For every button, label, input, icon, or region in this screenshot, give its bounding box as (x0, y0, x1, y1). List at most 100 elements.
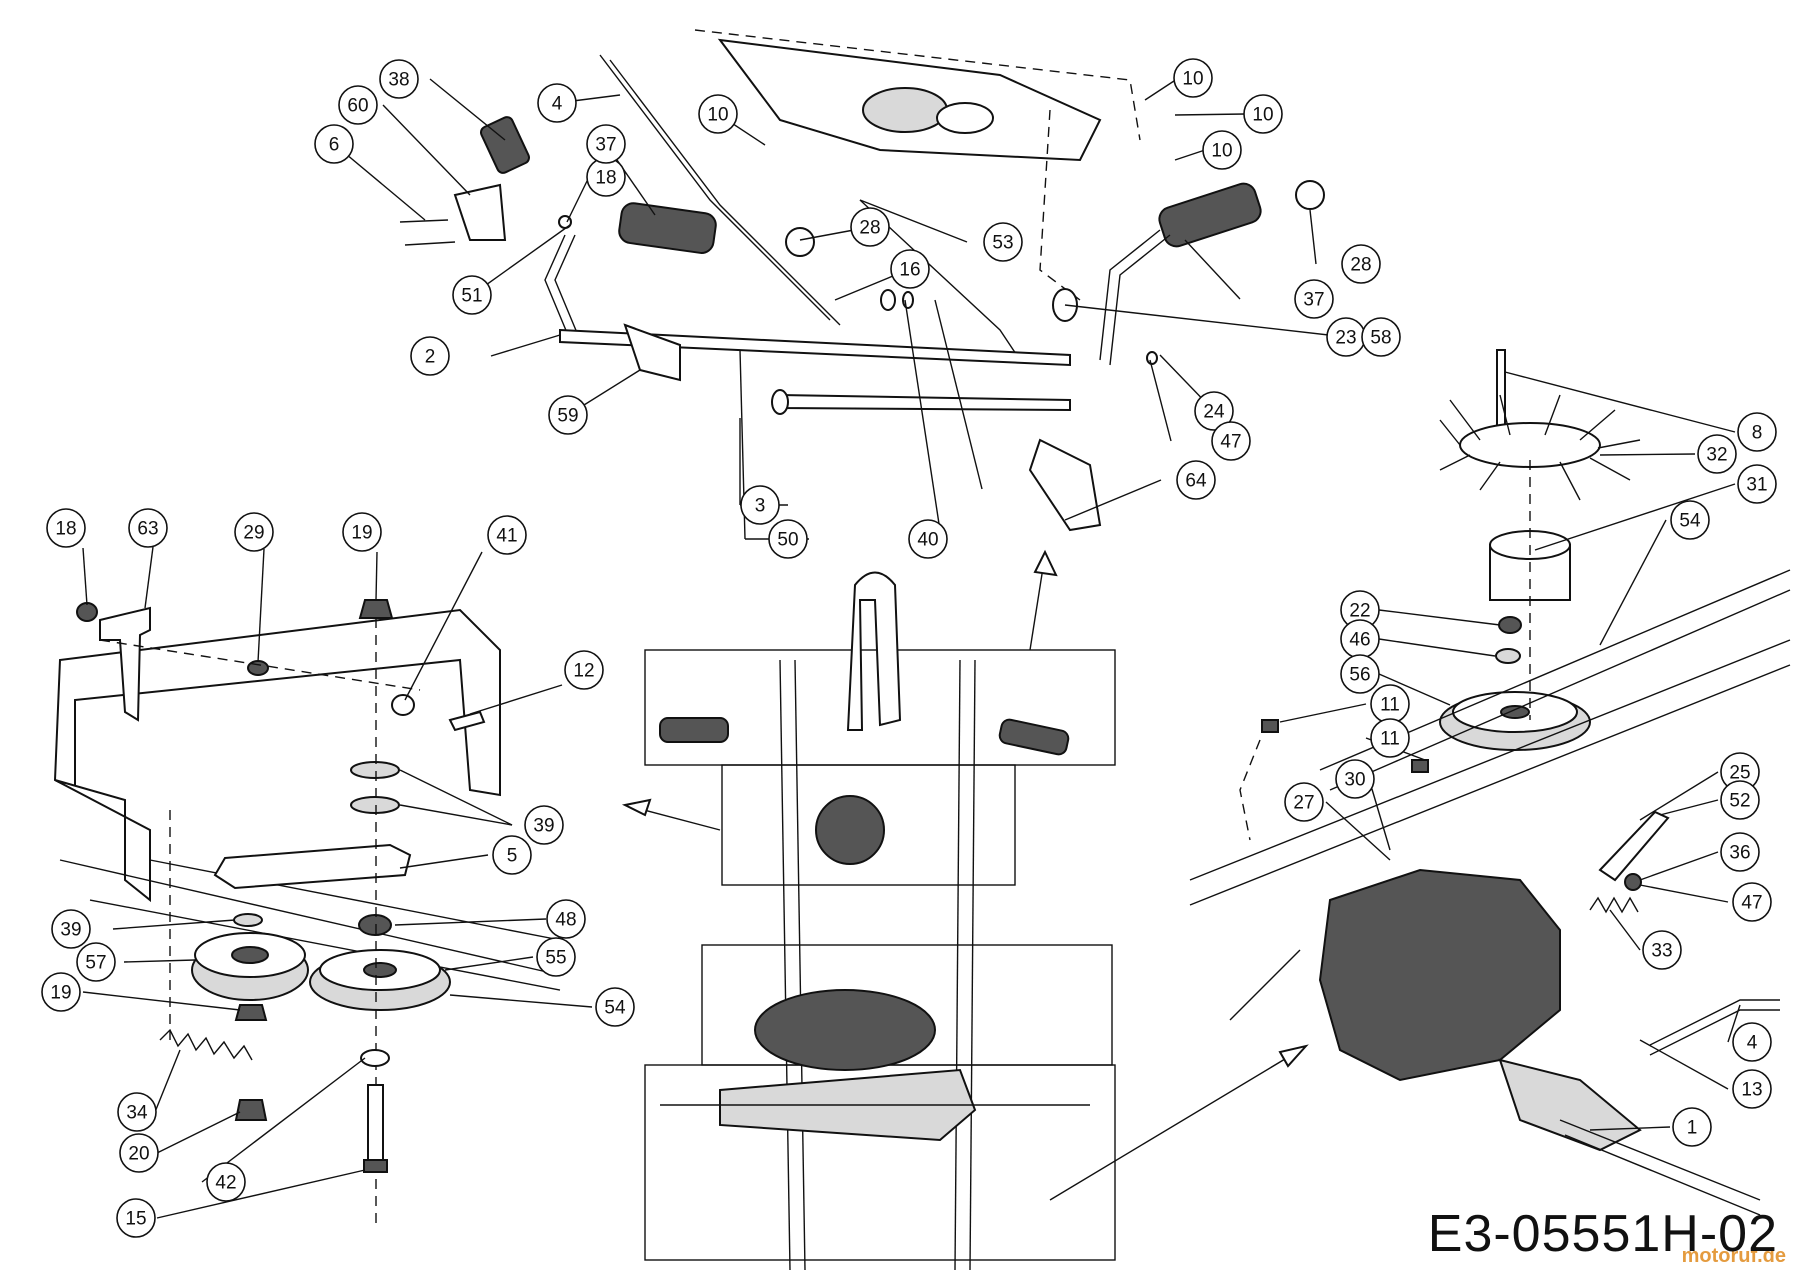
callout-56: 56 (1340, 654, 1380, 694)
callout-4: 4 (537, 83, 577, 123)
callout-16: 16 (890, 249, 930, 289)
callout-number: 1 (1687, 1118, 1698, 1139)
callout-number: 2 (425, 347, 436, 368)
callout-circle (1173, 58, 1213, 98)
callout-number: 12 (573, 661, 594, 682)
callout-number: 54 (604, 998, 626, 1019)
callout-number: 22 (1349, 601, 1370, 622)
callout-number: 19 (50, 983, 71, 1004)
callout-46: 46 (1340, 619, 1380, 659)
callout-number: 18 (595, 168, 616, 189)
callout-circle (536, 937, 576, 977)
callout-number: 48 (555, 910, 576, 931)
callout-circle (1732, 1022, 1772, 1062)
callout-number: 10 (1252, 105, 1273, 126)
callout-circle (1737, 412, 1777, 452)
callout-4: 4 (1732, 1022, 1772, 1062)
callout-number: 11 (1380, 729, 1400, 750)
callout-number: 5 (507, 846, 518, 867)
callout-number: 37 (595, 135, 616, 156)
callout-circle (586, 124, 626, 164)
callout-20: 20 (119, 1133, 159, 1173)
callout-circle (492, 835, 532, 875)
callout-circle (1243, 94, 1283, 134)
callout-27: 27 (1284, 782, 1324, 822)
callout-circle (119, 1133, 159, 1173)
callout-circle (1370, 718, 1410, 758)
callout-circle (314, 124, 354, 164)
callout-number: 31 (1746, 475, 1767, 496)
callout-circle (1341, 244, 1381, 284)
callout-number: 3 (755, 496, 766, 517)
callout-circle (564, 650, 604, 690)
callout-number: 36 (1729, 843, 1750, 864)
callout-10: 10 (1243, 94, 1283, 134)
callout-number: 50 (777, 530, 798, 551)
callout-number: 53 (992, 233, 1013, 254)
callout-number: 18 (55, 519, 76, 540)
callout-number: 24 (1203, 402, 1225, 423)
callout-48: 48 (546, 899, 586, 939)
callout-circle (524, 805, 564, 845)
callout-circle (1672, 1107, 1712, 1147)
callout-12: 12 (564, 650, 604, 690)
callout-circle (51, 909, 91, 949)
callout-circle (379, 59, 419, 99)
callout-number: 33 (1651, 941, 1672, 962)
callout-number: 20 (128, 1144, 149, 1165)
callout-circle (1670, 500, 1710, 540)
callout-1: 1 (1672, 1107, 1712, 1147)
callout-52: 52 (1720, 780, 1760, 820)
callout-54: 54 (1670, 500, 1710, 540)
callout-circle (46, 508, 86, 548)
callout-circle (537, 83, 577, 123)
callout-circle (983, 222, 1023, 262)
callout-number: 30 (1344, 770, 1365, 791)
callout-circle (1335, 759, 1375, 799)
callout-circle (890, 249, 930, 289)
callout-number: 51 (461, 286, 482, 307)
callout-circle (1340, 654, 1380, 694)
callout-number: 42 (215, 1173, 236, 1194)
callout-39: 39 (51, 909, 91, 949)
callout-circle (342, 512, 382, 552)
callout-number: 39 (533, 816, 554, 837)
callout-circle (76, 942, 116, 982)
callout-circle (234, 512, 274, 552)
callout-19: 19 (342, 512, 382, 552)
callout-2: 2 (410, 336, 450, 376)
callout-circle (1720, 832, 1760, 872)
right-assembly (1189, 349, 1791, 1216)
callout-number: 38 (388, 70, 409, 91)
callout-number: 39 (60, 920, 81, 941)
callout-number: 23 (1335, 328, 1356, 349)
callout-circle (128, 508, 168, 548)
callout-number: 34 (126, 1103, 148, 1124)
callout-number: 56 (1349, 665, 1370, 686)
callout-6: 6 (314, 124, 354, 164)
callout-24: 24 (1194, 391, 1234, 431)
callout-10: 10 (698, 94, 738, 134)
callout-circle (116, 1198, 156, 1238)
callout-circle (595, 987, 635, 1027)
callout-47: 47 (1732, 882, 1772, 922)
callout-8: 8 (1737, 412, 1777, 452)
document-code: E3-05551H-02 (1427, 1205, 1778, 1263)
callout-38: 38 (379, 59, 419, 99)
callout-58: 58 (1361, 317, 1401, 357)
callout-number: 63 (137, 519, 158, 540)
callout-circle (1642, 930, 1682, 970)
callout-number: 40 (917, 530, 938, 551)
callout-42: 42 (206, 1162, 246, 1202)
callout-10: 10 (1202, 130, 1242, 170)
callout-circle (908, 519, 948, 559)
callout-number: 10 (707, 105, 728, 126)
callout-circle (1211, 421, 1251, 461)
callout-5: 5 (492, 835, 532, 875)
callout-circle (1361, 317, 1401, 357)
callout-circle (1697, 434, 1737, 474)
callout-63: 63 (128, 508, 168, 548)
callout-32: 32 (1697, 434, 1737, 474)
callout-3: 3 (740, 485, 780, 525)
